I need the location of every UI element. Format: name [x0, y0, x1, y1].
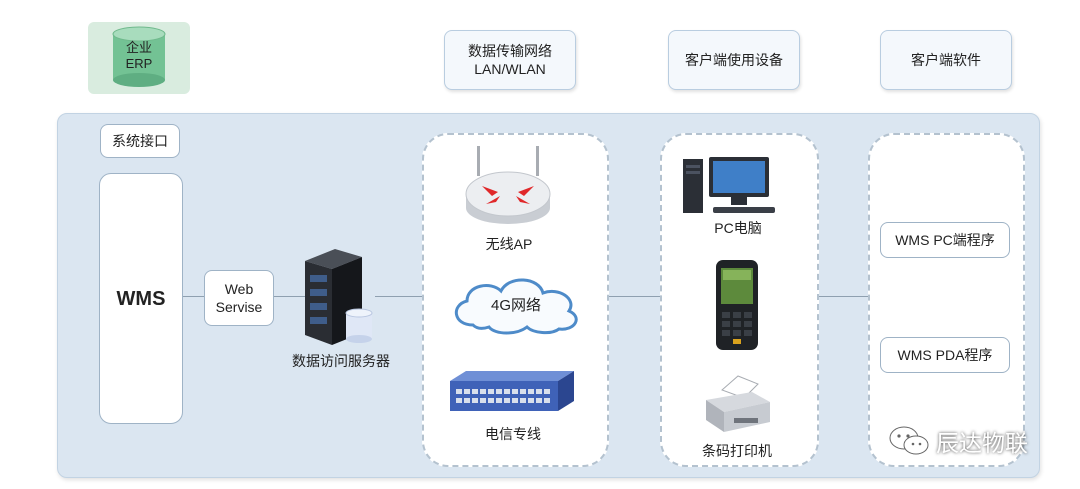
cloud-icon [455, 278, 578, 335]
client-software-header: 客户端软件 [880, 30, 1012, 90]
server-icon [305, 249, 373, 345]
wechat-icon [889, 426, 929, 455]
router-icon [465, 146, 551, 224]
cloud-label: 4G网络 [490, 297, 541, 314]
client-device-header: 客户端使用设备 [668, 30, 800, 90]
erp-label: 企业 ERP [125, 40, 153, 71]
wms-box: WMS [99, 173, 183, 424]
pda-program-box: WMS PDA程序 [880, 337, 1010, 373]
computer-icon [683, 157, 775, 213]
connector-line [815, 296, 868, 297]
software-zone [868, 133, 1025, 467]
watermark-text: 辰达物联 [936, 430, 1028, 456]
connector-line [181, 296, 211, 297]
web-service-box: Web Servise [204, 270, 274, 326]
pc-program-box: WMS PC端程序 [880, 222, 1010, 258]
pc-label: PC电脑 [714, 220, 762, 236]
connector-line [606, 296, 660, 297]
connector-line [270, 296, 310, 297]
printer-icon [706, 375, 770, 432]
erp-node: 企业 ERP [88, 22, 190, 94]
server-label: 数据访问服务器 [292, 353, 390, 369]
network-header: 数据传输网络 LAN/WLAN [444, 30, 576, 90]
printer-label: 条码打印机 [702, 443, 772, 459]
connector-line [375, 296, 423, 297]
watermark: 辰达物联 [888, 424, 1028, 458]
switch-icon [450, 371, 574, 411]
system-interface-box: 系统接口 [100, 124, 180, 158]
switch-label: 电信专线 [485, 426, 541, 442]
database-icon [112, 26, 166, 87]
pda-icon [716, 260, 758, 350]
ap-label: 无线AP [485, 236, 533, 252]
